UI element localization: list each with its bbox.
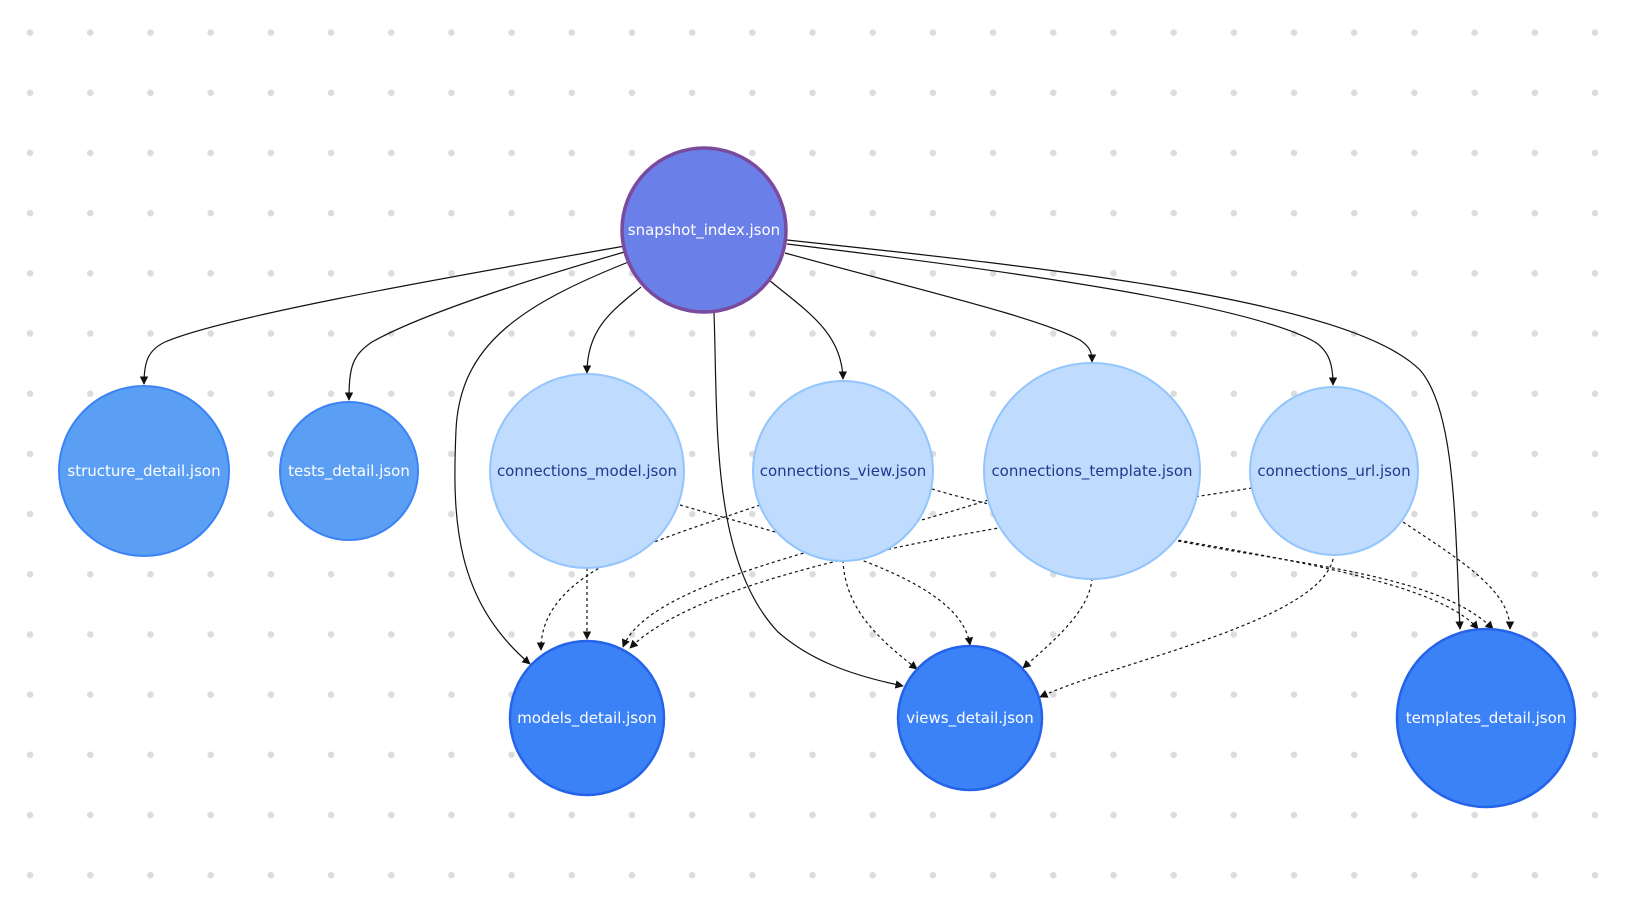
edge-connections-url-to-templates-detail (1402, 521, 1515, 630)
node-connections-view-border (752, 380, 934, 562)
node-connections-template[interactable]: connections_template.json (983, 362, 1201, 580)
node-snapshot-index[interactable]: snapshot_index.json (620, 146, 788, 314)
node-models-detail-border (508, 639, 666, 797)
node-tests-detail-label: tests_detail.json (288, 462, 410, 481)
node-structure-detail[interactable]: structure_detail.json (58, 385, 230, 557)
node-connections-url[interactable]: connections_url.json (1249, 386, 1419, 556)
edge-snapshot-index-to-structure-detail (139, 245, 626, 385)
node-connections-view-label: connections_view.json (760, 462, 927, 481)
node-connections-template-border (983, 362, 1201, 580)
edge-connections-url-to-views-detail (1039, 552, 1335, 698)
node-connections-model-label: connections_model.json (497, 462, 677, 481)
node-connections-view[interactable]: connections_view.json (752, 380, 934, 562)
node-snapshot-index-border (620, 146, 788, 314)
edge-snapshot-index-to-connections-model (582, 286, 642, 374)
nodes-layer: snapshot_index.json structure_detail.jso… (58, 146, 1577, 809)
node-views-detail-border (896, 644, 1044, 792)
edge-snapshot-index-to-models-detail (454, 260, 632, 665)
edge-snapshot-index-to-tests-detail (344, 250, 629, 401)
node-connections-model-circle (490, 374, 684, 568)
node-structure-detail-circle (59, 386, 229, 556)
node-connections-view-circle (753, 381, 933, 561)
node-connections-template-label: connections_template.json (991, 462, 1192, 481)
edge-connections-model-to-views-detail (679, 504, 974, 646)
edge-connections-template-to-templates-detail (1177, 540, 1494, 630)
node-structure-detail-label: structure_detail.json (67, 462, 220, 481)
node-tests-detail-border (279, 401, 419, 541)
node-templates-detail-border (1395, 627, 1577, 809)
edge-connections-view-to-views-detail (842, 559, 918, 670)
edge-snapshot-index-to-connections-url (786, 243, 1338, 386)
node-connections-url-circle (1250, 387, 1418, 555)
node-tests-detail-circle (280, 402, 418, 540)
node-templates-detail[interactable]: templates_detail.json (1395, 627, 1577, 809)
node-snapshot-index-circle (622, 148, 786, 312)
node-views-detail-circle (898, 646, 1042, 790)
node-connections-url-label: connections_url.json (1257, 462, 1410, 481)
edge-snapshot-index-to-templates-detail (786, 239, 1464, 630)
node-models-detail[interactable]: models_detail.json (508, 639, 666, 797)
node-connections-model[interactable]: connections_model.json (489, 373, 685, 569)
node-connections-template-circle (984, 363, 1200, 579)
node-templates-detail-label: templates_detail.json (1406, 709, 1567, 728)
edge-connections-view-to-templates-detail (931, 488, 1479, 630)
node-tests-detail[interactable]: tests_detail.json (279, 401, 419, 541)
node-templates-detail-circle (1397, 629, 1575, 807)
edge-snapshot-index-to-views-detail (713, 312, 904, 689)
node-connections-model-border (489, 373, 685, 569)
node-connections-url-border (1249, 386, 1419, 556)
edge-connections-template-to-views-detail (1022, 577, 1093, 669)
edge-snapshot-index-to-connections-view (768, 279, 848, 380)
node-structure-detail-border (58, 385, 230, 557)
node-models-detail-circle (510, 641, 664, 795)
node-snapshot-index-label: snapshot_index.json (628, 221, 780, 240)
node-views-detail[interactable]: views_detail.json (896, 644, 1044, 792)
node-views-detail-label: views_detail.json (906, 709, 1033, 728)
node-models-detail-label: models_detail.json (517, 709, 657, 728)
edge-snapshot-index-to-connections-template (784, 252, 1097, 363)
edge-connections-template-to-models-detail (621, 499, 989, 648)
